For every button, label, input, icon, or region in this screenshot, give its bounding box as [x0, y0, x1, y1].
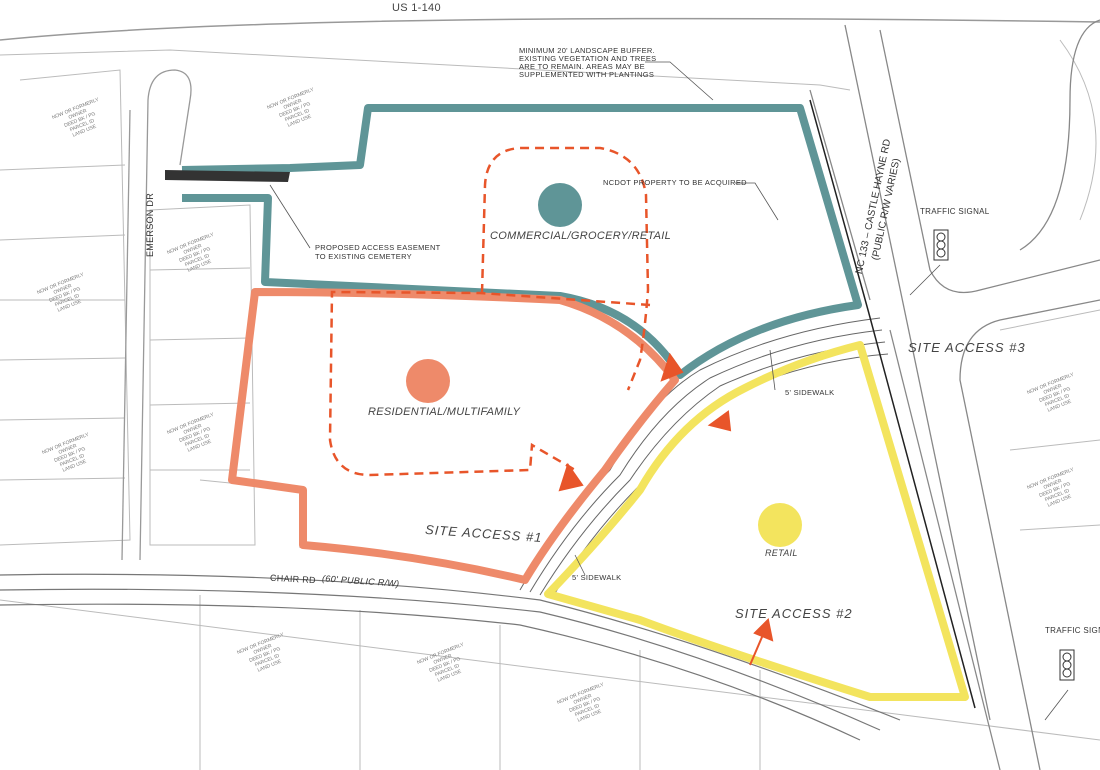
sidewalk-note: 5' SIDEWALK — [572, 573, 622, 582]
zone-label-residential: RESIDENTIAL/MULTIFAMILY — [368, 406, 521, 418]
zone-label-retail: RETAIL — [765, 548, 798, 558]
traffic-signal-icon — [1059, 649, 1075, 681]
zone-label-commercial: COMMERCIAL/GROCERY/RETAIL — [490, 230, 672, 242]
site-access-2-label: SITE ACCESS #2 — [735, 606, 853, 621]
commercial-boundary — [181, 104, 862, 379]
emerson-dr — [139, 69, 192, 561]
residential-marker — [406, 359, 450, 403]
retail-marker — [758, 503, 802, 547]
residential-dashed-area — [328, 290, 651, 477]
commercial-marker — [538, 183, 582, 227]
commercial-dashed-area — [480, 146, 650, 391]
ncdot-note: NCDOT PROPERTY TO BE ACQUIRED — [603, 178, 747, 187]
chair-rd — [0, 573, 901, 741]
residential-boundary — [228, 288, 679, 584]
traffic-signal-label: TRAFFIC SIGNAL — [920, 207, 990, 216]
sidewalk-note: 5' SIDEWALK — [785, 388, 835, 397]
traffic-signal-icon — [933, 229, 949, 261]
retail-boundary — [544, 341, 969, 701]
top-road-edge — [0, 17, 1100, 41]
top-road-label: US 1-140 — [392, 2, 441, 14]
castle-hayne-rd — [809, 19, 1100, 770]
access-arrows — [558, 352, 774, 666]
buffer-note: MINIMUM 20' LANDSCAPE BUFFER.EXISTING VE… — [519, 46, 657, 79]
parcel-lines — [0, 39, 1100, 770]
site-access-3-label: SITE ACCESS #3 — [908, 340, 1026, 355]
emerson-dr-label: EMERSON DR — [145, 192, 156, 258]
cemetery-access-easement — [165, 170, 290, 182]
traffic-signal-label: TRAFFIC SIGNAL — [1045, 626, 1100, 635]
